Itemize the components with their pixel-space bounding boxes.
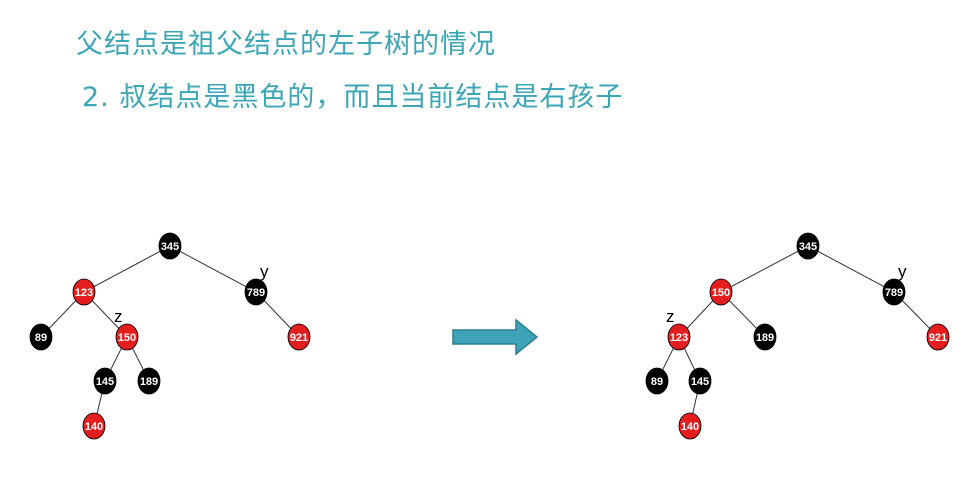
node-circle	[244, 278, 268, 306]
node-circle	[645, 367, 669, 395]
node-circle	[72, 278, 96, 306]
node-label: 145	[96, 376, 114, 388]
tree-node-789: 789 y	[882, 262, 907, 306]
node-circle	[93, 367, 117, 395]
node-annotation-z: z	[114, 307, 123, 326]
node-label: 789	[885, 287, 903, 299]
node-circle	[29, 323, 53, 351]
page-subtitle: 2. 叔结点是黑色的，而且当前结点是右孩子	[82, 82, 624, 113]
node-circle	[678, 412, 702, 440]
tree-node-123: 123	[72, 278, 96, 306]
node-label: 89	[651, 376, 663, 388]
node-annotation-y: y	[898, 262, 907, 281]
node-label: 789	[247, 287, 265, 299]
node-label: 150	[118, 332, 136, 344]
node-circle	[158, 232, 182, 260]
tree-node-921: 921	[926, 323, 950, 351]
tree-node-145: 145	[93, 367, 117, 395]
tree-node-140: 140	[678, 412, 702, 440]
node-circle	[667, 323, 691, 351]
node-label: 145	[691, 376, 709, 388]
tree-node-789: 789 y	[244, 262, 269, 306]
node-circle	[709, 278, 733, 306]
node-label: 345	[799, 241, 817, 253]
tree-node-189: 189	[137, 367, 161, 395]
node-label: 189	[756, 332, 774, 344]
node-circle	[882, 278, 906, 306]
node-label: 140	[681, 421, 699, 433]
nodes-layer: 345 123 789 y 89 150 z 921 145 189 140 345 150 789 y 12…	[29, 232, 950, 440]
tree-node-89: 89	[645, 367, 669, 395]
node-label: 123	[75, 287, 93, 299]
node-circle	[137, 367, 161, 395]
node-label: 345	[161, 241, 179, 253]
node-label: 921	[929, 332, 947, 344]
node-circle	[753, 323, 777, 351]
node-circle	[287, 323, 311, 351]
page-title: 父结点是祖父结点的左子树的情况	[76, 29, 496, 60]
tree-node-123: 123 z	[666, 307, 691, 351]
right-arrow-icon	[452, 318, 539, 356]
node-label: 189	[140, 376, 158, 388]
tree-node-345: 345	[158, 232, 182, 260]
tree-edge	[83, 245, 171, 293]
node-circle	[796, 232, 820, 260]
tree-node-140: 140	[82, 412, 106, 440]
node-annotation-z: z	[666, 307, 675, 326]
node-annotation-y: y	[260, 262, 269, 281]
tree-edge	[720, 245, 809, 293]
node-circle	[115, 323, 139, 351]
tree-node-145: 145	[688, 367, 712, 395]
node-label: 140	[85, 421, 103, 433]
tree-node-150: 150 z	[114, 307, 139, 351]
tree-node-189: 189	[753, 323, 777, 351]
tree-node-921: 921	[287, 323, 311, 351]
node-circle	[82, 412, 106, 440]
node-label: 123	[670, 332, 688, 344]
node-label: 921	[290, 332, 308, 344]
node-circle	[926, 323, 950, 351]
node-circle	[688, 367, 712, 395]
node-label: 150	[712, 287, 730, 299]
tree-edge	[807, 245, 895, 293]
tree-edge	[169, 245, 257, 293]
tree-node-345: 345	[796, 232, 820, 260]
tree-node-150: 150	[709, 278, 733, 306]
node-label: 89	[35, 332, 47, 344]
tree-node-89: 89	[29, 323, 53, 351]
transform-arrow	[452, 318, 539, 356]
